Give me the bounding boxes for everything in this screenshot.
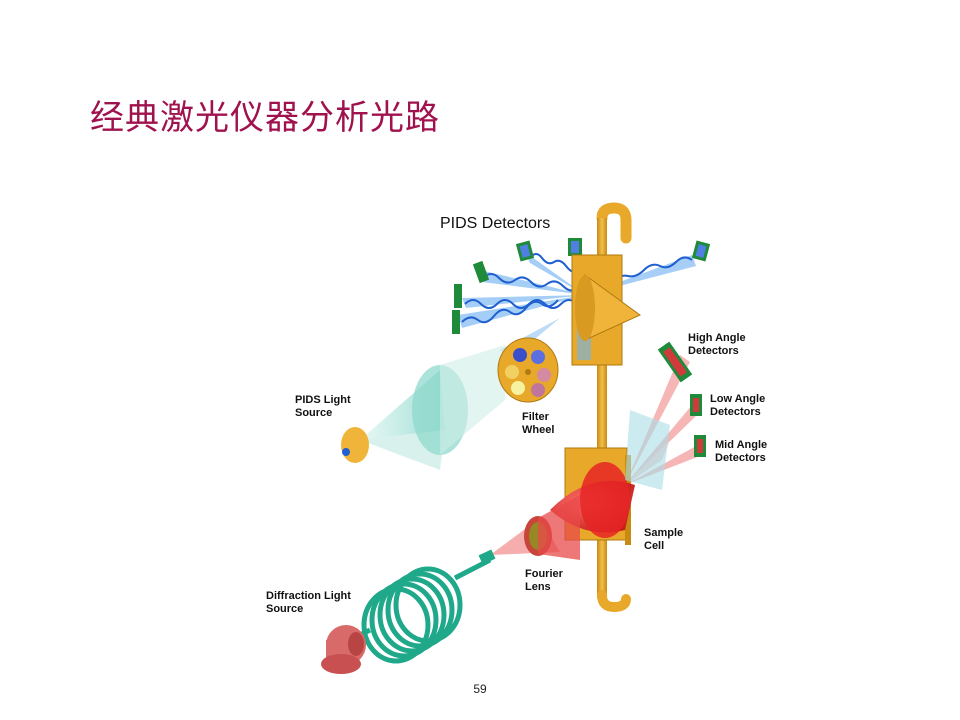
- diffraction-light-source: [321, 549, 496, 674]
- label-sample-1: Sample: [644, 527, 683, 539]
- label-mid-angle-2: Detectors: [715, 452, 766, 464]
- pids-detector-array: [452, 238, 711, 334]
- sample-cell: [550, 447, 635, 545]
- page-number: 59: [473, 682, 487, 696]
- label-low-angle-1: Low Angle: [710, 393, 765, 405]
- diagram-labels: PIDS Detectors High Angle Detectors Low …: [266, 215, 767, 615]
- angle-detectors: [657, 341, 706, 457]
- label-diffraction-1: Diffraction Light: [266, 590, 351, 602]
- fourier-lens-beam: [490, 495, 580, 560]
- pids-cell: [571, 254, 641, 366]
- label-filter-2: Wheel: [522, 424, 554, 436]
- label-pids-detectors: PIDS Detectors: [440, 215, 550, 232]
- filter-wheel: [497, 337, 559, 403]
- label-fourier-1: Fourier: [525, 568, 564, 580]
- scatter-window: [625, 410, 670, 490]
- optical-path-diagram: PIDS Detectors High Angle Detectors Low …: [200, 200, 820, 680]
- label-pids-light-1: PIDS Light: [295, 394, 351, 406]
- sample-tube: [596, 202, 632, 613]
- label-filter-1: Filter: [522, 411, 550, 423]
- label-sample-2: Cell: [644, 540, 664, 552]
- label-fourier-2: Lens: [525, 581, 551, 593]
- slide-title: 经典激光仪器分析光路: [90, 98, 440, 138]
- label-diffraction-2: Source: [266, 603, 303, 615]
- label-low-angle-2: Detectors: [710, 406, 761, 418]
- label-pids-light-2: Source: [295, 407, 332, 419]
- pids-light-source: [341, 345, 505, 470]
- label-mid-angle-1: Mid Angle: [715, 439, 767, 451]
- label-high-angle-1: High Angle: [688, 332, 746, 344]
- label-high-angle-2: Detectors: [688, 345, 739, 357]
